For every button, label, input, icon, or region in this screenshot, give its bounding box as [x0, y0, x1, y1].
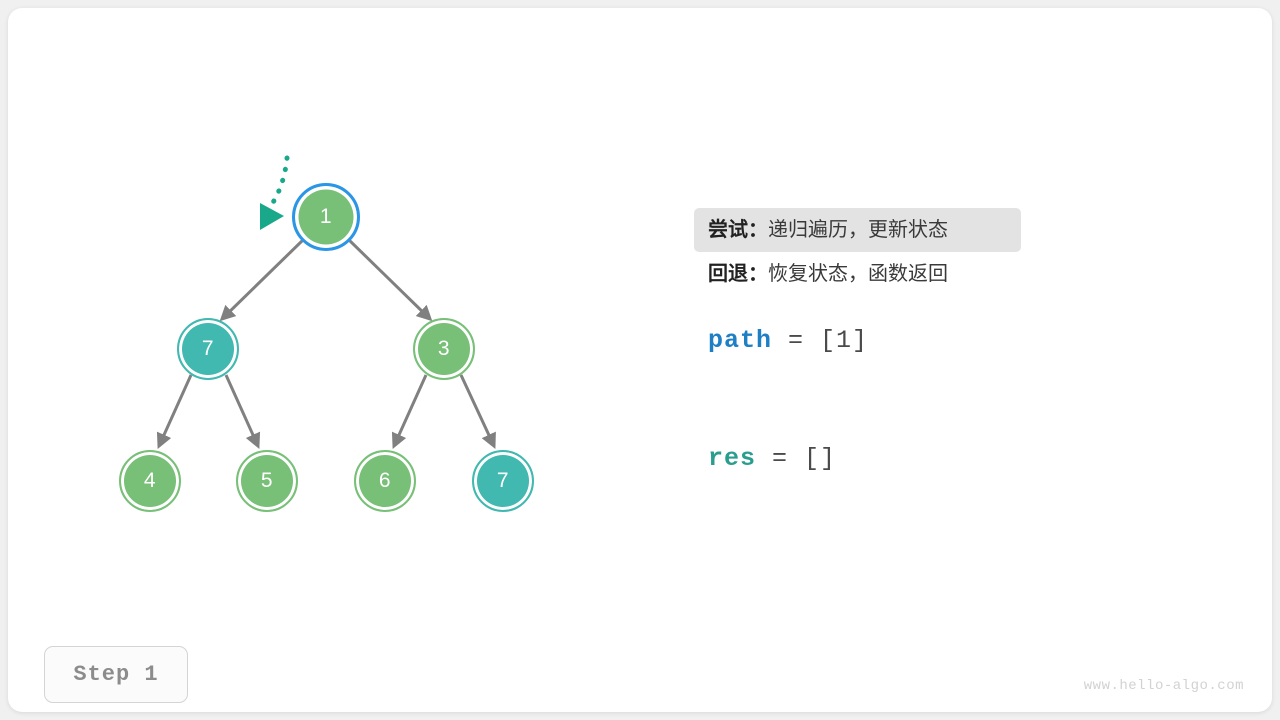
description-label-try: 尝试：	[708, 219, 768, 241]
edge-3-6	[391, 374, 428, 450]
dotted-arrow-icon	[260, 155, 290, 230]
content-card: 1 7 3 4 5 6 7 尝试： 递归遍历，更新状态 回退：	[8, 8, 1272, 712]
tree-node-6[interactable]: 6	[354, 450, 416, 512]
edge-3-7b	[459, 374, 496, 449]
variable-value-res: = []	[756, 444, 837, 473]
tree-node-label: 5	[260, 469, 274, 492]
variable-res: res = []	[708, 444, 836, 473]
binary-tree-diagram	[156, 155, 496, 450]
description-row-try: 尝试： 递归遍历，更新状态	[694, 208, 1021, 252]
watermark: www.hello-algo.com	[1084, 678, 1244, 694]
description-row-backtrack: 回退： 恢复状态，函数返回	[694, 252, 1021, 296]
tree-node-1[interactable]: 1	[292, 183, 360, 251]
state-panel: 尝试： 递归遍历，更新状态 回退： 恢复状态，函数返回 path = [1] r…	[694, 208, 1234, 473]
description-text-backtrack: 恢复状态，函数返回	[768, 263, 948, 285]
variable-value-path: = [1]	[772, 326, 869, 355]
tree-node-label: 1	[319, 205, 333, 228]
edge-7-4	[156, 374, 193, 450]
edge-7-5	[224, 374, 261, 450]
tree-node-3[interactable]: 3	[413, 318, 475, 380]
step-badge: Step 1	[44, 646, 188, 703]
tree-node-7-left[interactable]: 7	[177, 318, 239, 380]
variable-name-res: res	[708, 444, 757, 473]
tree-edges	[156, 237, 496, 450]
tree-node-label: 6	[378, 469, 392, 492]
edge-1-7	[219, 237, 306, 322]
step-badge-label: Step 1	[73, 662, 159, 687]
edge-1-3	[346, 237, 433, 322]
variable-name-path: path	[708, 326, 773, 355]
tree-node-label: 7	[496, 469, 510, 492]
description-text-try: 递归遍历，更新状态	[768, 219, 948, 241]
tree-node-label: 7	[201, 337, 215, 360]
description-label-backtrack: 回退：	[708, 263, 768, 285]
tree-node-label: 4	[143, 469, 157, 492]
tree-node-label: 3	[437, 337, 451, 360]
variable-path: path = [1]	[708, 326, 868, 355]
watermark-text: www.hello-algo.com	[1083, 678, 1244, 694]
tree-node-5[interactable]: 5	[236, 450, 298, 512]
tree-node-4[interactable]: 4	[119, 450, 181, 512]
tree-node-7-right[interactable]: 7	[472, 450, 534, 512]
